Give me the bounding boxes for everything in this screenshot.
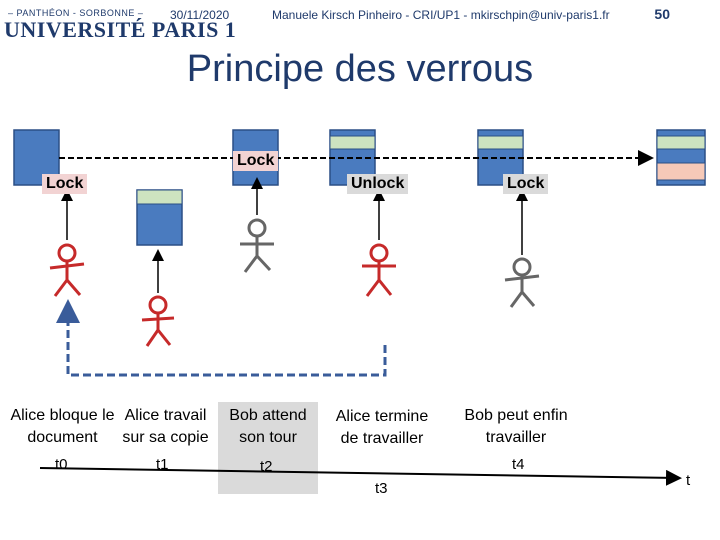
unlock-label: Unlock (347, 174, 408, 194)
alice-figure-t3 (362, 245, 396, 296)
time-label-t2: t2 (260, 458, 273, 475)
caption-bob-work: Bob peut enfin travailler (455, 405, 577, 449)
time-axis (40, 468, 678, 478)
time-label-t3: t3 (375, 480, 388, 497)
alice-figure-t1 (142, 297, 174, 346)
alice-figure-t0 (50, 245, 84, 296)
time-label-t4: t4 (512, 456, 525, 473)
time-label-t0: t0 (55, 456, 68, 473)
lock-label-alice: Lock (42, 174, 87, 194)
lock-label-bob-attempt: Lock (233, 151, 278, 171)
caption-bob-wait: Bob attend son tour (220, 405, 316, 449)
bob-figure-t4 (505, 259, 539, 307)
doc-alice-copy (137, 190, 182, 245)
lock-label-bob: Lock (503, 174, 548, 194)
time-axis-label: t (686, 472, 690, 489)
caption-alice-work: Alice travail sur sa copie (113, 405, 218, 449)
caption-alice-lock: Alice bloque le document (10, 405, 115, 449)
alice-return-arrow (68, 305, 385, 375)
doc-shared-final (657, 130, 705, 185)
bob-figure-t2 (240, 220, 274, 272)
time-label-t1: t1 (156, 456, 169, 473)
caption-alice-done: Alice termine de travailler (332, 406, 432, 450)
